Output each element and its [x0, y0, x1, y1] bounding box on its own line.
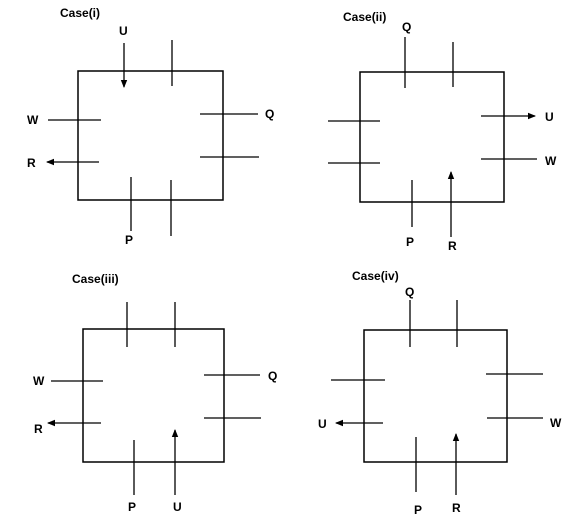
- label-r: R: [448, 239, 457, 253]
- label-u: U: [173, 500, 182, 514]
- panel-case-ii: Case(ii) Q U W P R: [328, 10, 557, 253]
- label-r: R: [27, 156, 36, 170]
- label-u: U: [545, 110, 554, 124]
- panel-case-iii: Case(iii) W R Q P U: [33, 272, 277, 514]
- label-r: R: [34, 422, 43, 436]
- label-p: P: [414, 503, 422, 517]
- label-w: W: [545, 154, 557, 168]
- label-w: W: [550, 416, 562, 430]
- container-box: [363, 329, 508, 463]
- label-q: Q: [405, 285, 414, 299]
- label-p: P: [406, 235, 414, 249]
- panel-case-i: Case(i) U W R Q P: [27, 6, 274, 247]
- label-p: P: [128, 500, 136, 514]
- label-p: P: [125, 233, 133, 247]
- label-u: U: [119, 24, 128, 38]
- panel-title: Case(iv): [352, 269, 399, 283]
- label-q: Q: [265, 107, 274, 121]
- label-q: Q: [268, 369, 277, 383]
- label-w: W: [33, 374, 45, 388]
- panel-title: Case(i): [60, 6, 100, 20]
- label-q: Q: [402, 20, 411, 34]
- panel-title: Case(iii): [72, 272, 119, 286]
- label-w: W: [27, 113, 39, 127]
- label-u: U: [318, 417, 327, 431]
- container-box: [77, 70, 224, 201]
- container-box: [82, 328, 225, 463]
- panel-title: Case(ii): [343, 10, 386, 24]
- panel-case-iv: Case(iv) Q U W P R: [318, 269, 562, 517]
- label-r: R: [452, 501, 461, 515]
- container-box: [359, 71, 505, 203]
